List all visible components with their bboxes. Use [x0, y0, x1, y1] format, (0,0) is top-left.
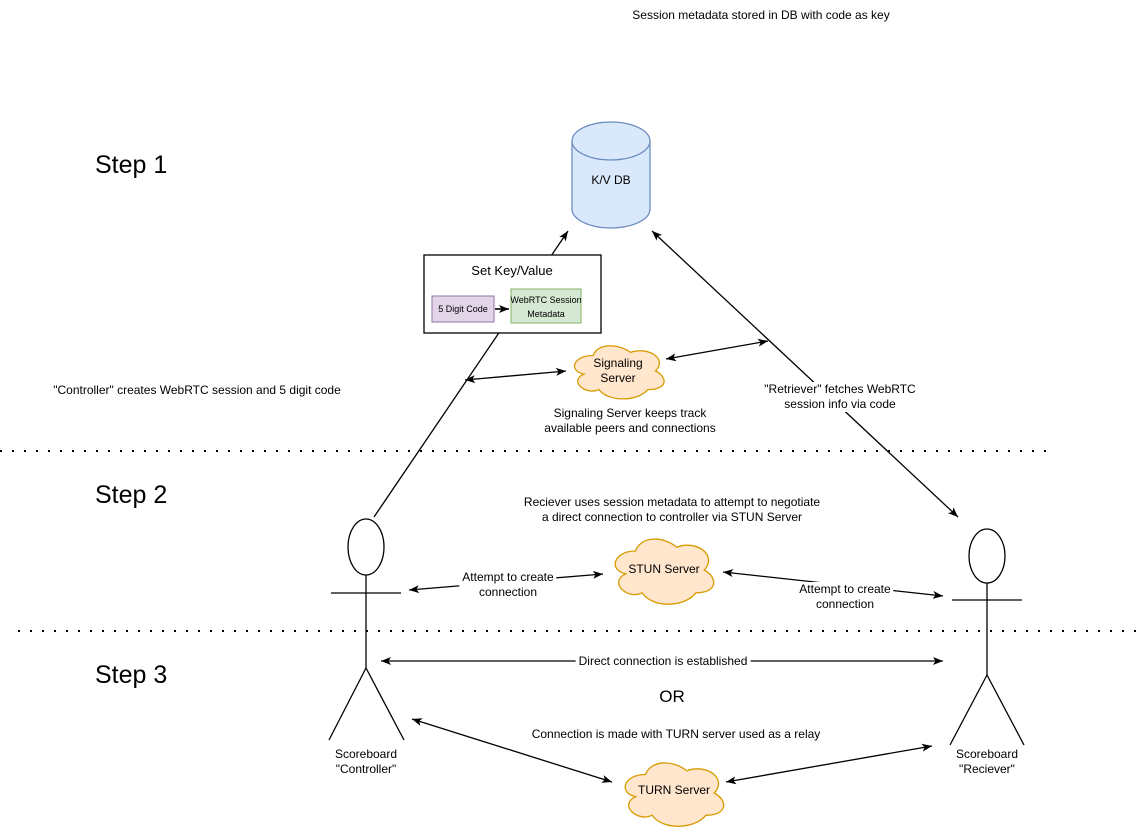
signaling-right-connector-arrow — [665, 338, 769, 362]
controller-actor-figure — [328, 518, 405, 741]
signaling-server-note: Signaling Server keeps track available p… — [544, 406, 716, 435]
set-key-value-title: Set Key/Value — [471, 263, 553, 278]
signaling-server-cloud — [573, 345, 665, 400]
signaling-left-connector-arrow — [464, 367, 567, 384]
diagram-title: Session metadata stored in DB with code … — [632, 8, 890, 22]
attempt-left-note: Attempt to create connection — [459, 570, 557, 600]
step-1-label: Step 1 — [95, 151, 168, 179]
stun-server-cloud — [614, 538, 715, 605]
direct-connection-note: Direct connection is established — [575, 654, 751, 669]
set-key-value-box — [423, 254, 602, 334]
webrtc-metadata-box — [510, 288, 582, 324]
scoreboard-controller-label: Scoreboard "Controller" — [334, 747, 398, 776]
reciever-uses-note: Reciever uses session metadata to attemp… — [523, 495, 821, 524]
five-digit-code-box — [431, 295, 495, 323]
retriever-fetches-note: "Retriever" fetches WebRTC session info … — [761, 382, 919, 412]
controller-turn-arrow — [411, 718, 613, 783]
stun-server-label: STUN Server — [628, 562, 700, 576]
reciever-actor-figure — [949, 528, 1025, 746]
webrtc-metadata-label: WebRTC Session Metadata — [510, 295, 582, 319]
kv-db-cylinder — [571, 121, 651, 229]
reciever-head — [968, 528, 1006, 584]
reciever-turn-arrow — [725, 743, 933, 785]
step-3-label: Step 3 — [95, 661, 168, 689]
kv-db-label: K/V DB — [591, 173, 631, 187]
turn-server-cloud — [624, 762, 725, 827]
controller-head — [347, 518, 385, 576]
signaling-server-label: Signaling Server — [593, 356, 643, 385]
scoreboard-reciever-label: Scoreboard "Reciever" — [955, 747, 1019, 776]
turn-relay-note: Connection is made with TURN server used… — [531, 727, 821, 741]
five-digit-code-label: 5 Digit Code — [438, 304, 488, 314]
controller-creates-note: "Controller" creates WebRTC session and … — [53, 383, 341, 397]
attempt-right-note: Attempt to create connection — [796, 582, 894, 612]
or-label: OR — [659, 687, 685, 706]
db-to-reciever-arrow — [651, 230, 959, 518]
step-2-label: Step 2 — [95, 481, 168, 509]
turn-server-label: TURN Server — [637, 783, 711, 797]
